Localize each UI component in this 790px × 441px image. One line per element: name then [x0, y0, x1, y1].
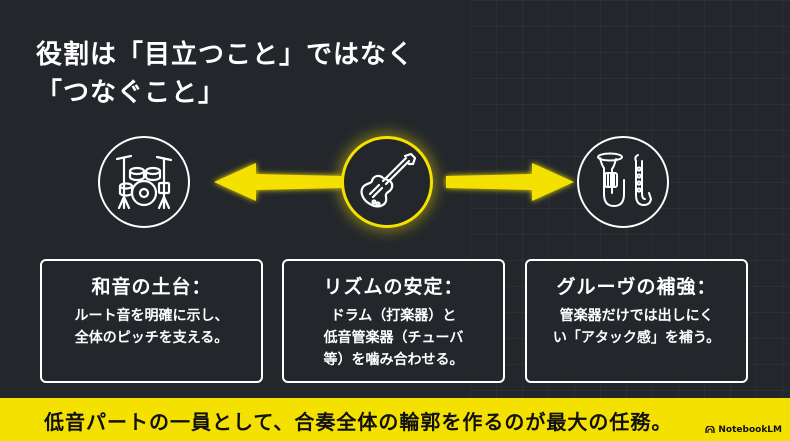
footer-banner: 低音パートの一員として、合奏全体の輪郭を作るのが最大の任務。 NotebookL…: [0, 398, 790, 441]
brass-circle: [577, 136, 669, 228]
drum-kit-icon: [115, 154, 173, 210]
bass-guitar-icon: [360, 152, 417, 208]
card-harmony-foundation: 和音の土台： ルート音を明確に示し、 全体のピッチを支える。: [40, 259, 263, 383]
right-arrow: [446, 163, 574, 201]
card-groove-reinforcement: グルーヴの補強： 管楽器だけでは出しにく い「アタック感」を補う。: [525, 259, 748, 383]
drum-kit-circle: [98, 136, 190, 228]
brand-label: NotebookLM: [718, 425, 782, 435]
title-line-1: 役割は「目立つこと」ではなく: [36, 40, 415, 70]
card-title: グルーヴの補強：: [556, 276, 717, 298]
notebooklm-brand: NotebookLM: [705, 425, 782, 435]
card-rhythm-stability: リズムの安定： ドラム（打楽器）と 低音管楽器（チューバ 等）を噛み合わせる。: [282, 259, 505, 383]
notebooklm-logo-icon: [705, 426, 716, 433]
card-title: 和音の土台：: [91, 276, 212, 298]
tuba-saxophone-icon: [597, 152, 652, 207]
card-title: リズムの安定：: [323, 276, 464, 298]
title-line-2: 「つなぐこと」: [36, 78, 226, 108]
card-body: ドラム（打楽器）と 低音管楽器（チューバ 等）を噛み合わせる。: [323, 308, 464, 368]
page-title: 役割は「目立つこと」ではなく 「つなぐこと」: [36, 36, 506, 112]
card-body: ルート音を明確に示し、 全体のピッチを支える。: [74, 308, 229, 346]
card-body: 管楽器だけでは出しにく い「アタック感」を補う。: [552, 308, 721, 346]
left-arrow: [214, 163, 342, 201]
footer-text: 低音パートの一員として、合奏全体の輪郭を作るのが最大の任務。: [44, 410, 673, 434]
bass-guitar-circle: [341, 136, 433, 228]
